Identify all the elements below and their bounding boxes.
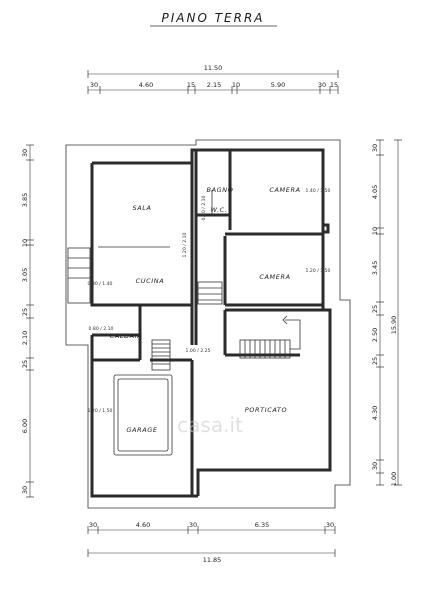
roof-outline	[65, 139, 351, 509]
bottom-dim-1: 4.60	[136, 521, 150, 529]
bottom-dim-0: 30	[89, 521, 97, 529]
top-dim-2: 15	[187, 81, 195, 89]
corridor-stairs	[197, 281, 223, 305]
bottom-dim-3: 6.35	[255, 521, 269, 529]
opening-cucina-window: 0.80 / 1.40	[88, 281, 113, 287]
opening-sala-door: 1.20 / 2.10	[182, 232, 188, 257]
garage-car-outline	[113, 374, 173, 456]
right-dim-3: 3.45	[371, 261, 379, 275]
bottom-dim-2: 30	[189, 521, 197, 529]
watermark: casa.it	[177, 413, 243, 437]
right-extra-dimension: 1.00	[390, 472, 398, 486]
opening-camera-mid-window: 1.20 / 1.50	[306, 268, 331, 274]
room-label-bagno: BAGNO	[207, 186, 234, 194]
top-dim-3: 2.15	[207, 81, 221, 89]
right-dim-8: 30	[371, 462, 379, 470]
right-dim-7: 4.30	[371, 406, 379, 420]
top-dim-4: 10	[232, 81, 240, 89]
bottom-dimension-chain: 30 4.60 30 6.35 30 11.85	[87, 521, 336, 564]
left-dimension-chain: 30 3.85 10 3.05 25 2.10 25 6.00 30	[21, 144, 34, 498]
opening-camera-top-window: 1.40 / 1.50	[306, 188, 331, 194]
exterior-steps	[67, 247, 91, 304]
room-label-wc: W.C.	[211, 206, 228, 214]
left-dim-3: 3.05	[21, 268, 29, 282]
walls	[90, 148, 332, 498]
right-dim-0: 30	[371, 144, 379, 152]
left-dim-5: 2.10	[21, 331, 29, 345]
room-label-camera-top: CAMERA	[269, 186, 300, 194]
room-label-garage: GARAGE	[126, 426, 157, 434]
left-dim-6: 25	[21, 360, 29, 368]
left-dim-2: 10	[21, 239, 29, 247]
right-dim-4: 25	[371, 305, 379, 313]
opening-bagno-door: 0.80 / 2.10	[201, 195, 207, 220]
right-dim-6: 25	[371, 357, 379, 365]
opening-caldaia-door: 0.80 / 2.10	[89, 326, 114, 332]
room-label-porticato: PORTICATO	[245, 406, 287, 414]
top-dim-0: 30	[90, 81, 98, 89]
right-dim-1: 4.05	[371, 185, 379, 199]
room-label-cucina: CUCINA	[136, 277, 165, 285]
left-dim-0: 30	[21, 149, 29, 157]
right-total-dimension: 15.90	[390, 316, 398, 335]
bottom-total-dimension: 11.85	[203, 556, 222, 564]
left-dim-8: 30	[21, 486, 29, 494]
opening-stair-label: 1.00 / 2.25	[186, 348, 211, 354]
top-dimension-chain: 11.50 30 4.60 15 2.15 10 5.90 30 15	[87, 64, 339, 94]
porticato-stairs	[239, 315, 301, 359]
room-label-sala: SALA	[132, 204, 151, 212]
room-label-camera-mid: CAMERA	[259, 273, 290, 281]
garage-car-outline-inner	[117, 378, 169, 452]
top-total-dimension: 11.50	[204, 64, 223, 72]
bottom-dim-4: 30	[326, 521, 334, 529]
right-dim-2: 10	[371, 227, 379, 235]
left-dim-7: 6.00	[21, 419, 29, 433]
left-dim-1: 3.85	[21, 193, 29, 207]
plan-title: PIANO TERRA	[161, 11, 264, 25]
room-label-caldaia: CALDAIA	[110, 332, 143, 340]
right-dimension-chain: 30 4.05 10 3.45 25 2.50 25 4.30 30 15.90…	[371, 139, 402, 486]
garage-stairs	[151, 339, 171, 371]
opening-garage-window: 1.20 / 1.50	[88, 408, 113, 414]
top-dim-1: 4.60	[139, 81, 153, 89]
left-dim-4: 25	[21, 308, 29, 316]
top-dim-5: 5.90	[271, 81, 285, 89]
top-dim-6: 30	[318, 81, 326, 89]
right-dim-5: 2.50	[371, 328, 379, 342]
top-dim-7: 15	[330, 81, 338, 89]
